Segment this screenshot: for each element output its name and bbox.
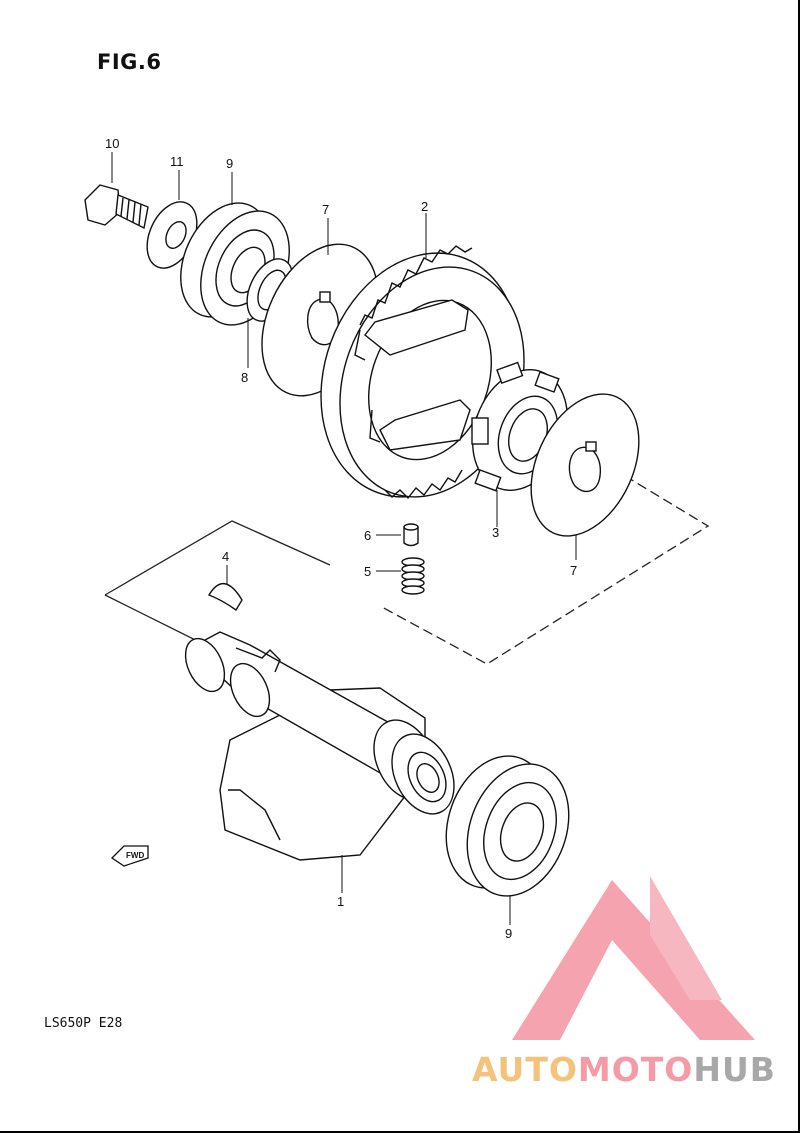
watermark-moto: MOTO	[577, 1050, 694, 1089]
callout-7-lower: 7	[570, 563, 577, 578]
part-balancer-shaft	[184, 631, 455, 861]
callout-11: 11	[170, 154, 184, 169]
callout-1: 1	[337, 894, 344, 909]
callout-7-upper: 7	[322, 202, 329, 217]
watermark-brand: AUTOMOTOHUB	[472, 1050, 776, 1089]
callout-9-lower: 9	[505, 926, 512, 941]
watermark-hub: HUB	[693, 1050, 776, 1089]
part-bearing-upper	[180, 202, 290, 326]
callout-2: 2	[421, 199, 428, 214]
part-key	[207, 583, 243, 612]
forward-arrow-label: FWD	[126, 851, 144, 860]
part-bolt	[84, 184, 149, 230]
callout-8: 8	[241, 370, 248, 385]
callout-9-upper: 9	[226, 156, 233, 171]
callout-3: 3	[492, 525, 499, 540]
forward-arrow-icon: FWD	[110, 845, 149, 867]
part-bearing-lower	[445, 755, 570, 897]
callout-10: 10	[105, 136, 119, 151]
watermark-logo-icon	[512, 876, 755, 1040]
callout-5: 5	[364, 564, 371, 579]
figure-title: FIG.6	[97, 50, 162, 74]
watermark-auto: AUTO	[472, 1050, 578, 1089]
part-pin	[403, 523, 419, 547]
callout-6: 6	[364, 528, 371, 543]
part-spring	[401, 557, 425, 595]
callout-4: 4	[222, 549, 229, 564]
part-shim-lower	[530, 393, 640, 537]
model-code: LS650P E28	[44, 1016, 123, 1031]
